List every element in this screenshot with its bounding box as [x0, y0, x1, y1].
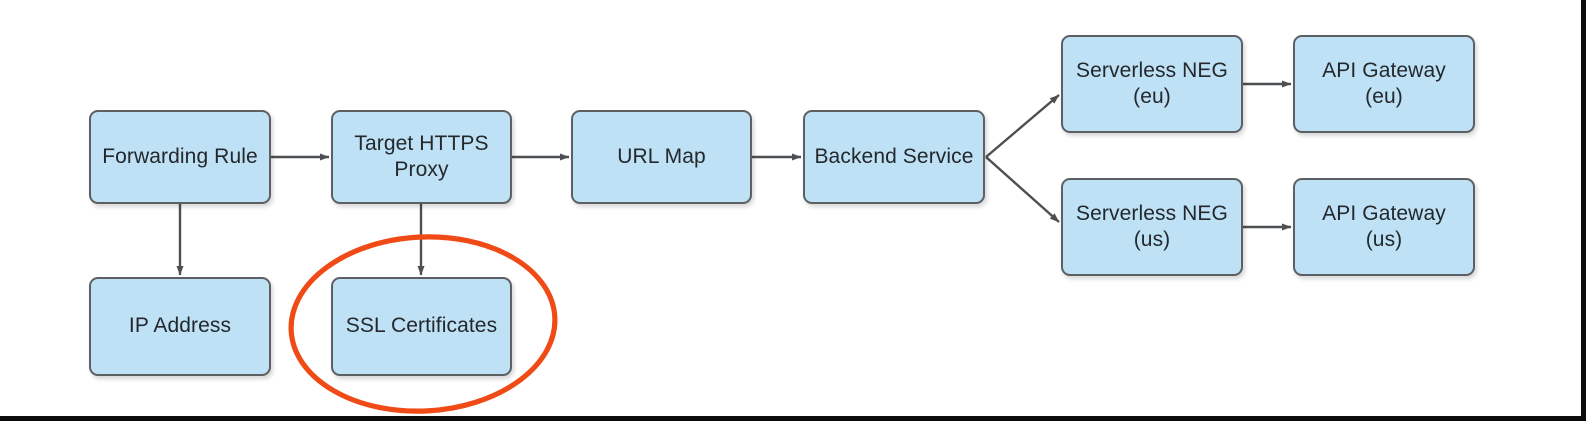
edge-backend-to-neg-eu — [985, 94, 1060, 158]
node-label-api-gateway-eu: API Gateway (eu) — [1322, 58, 1446, 108]
node-label-serverless-neg-us: Serverless NEG (us) — [1076, 201, 1228, 251]
node-target-https-proxy[interactable]: Target HTTPS Proxy — [331, 110, 512, 204]
node-ip-address[interactable]: IP Address — [89, 277, 271, 376]
node-serverless-neg-us[interactable]: Serverless NEG (us) — [1061, 178, 1243, 276]
node-url-map[interactable]: URL Map — [571, 110, 752, 204]
node-forwarding-rule[interactable]: Forwarding Rule — [89, 110, 271, 204]
node-api-gateway-us[interactable]: API Gateway (us) — [1293, 178, 1475, 276]
edge-backend-to-neg-us — [985, 156, 1060, 223]
node-ssl-certificates[interactable]: SSL Certificates — [331, 277, 512, 376]
node-backend-service[interactable]: Backend Service — [803, 110, 985, 204]
ssl-highlight-ellipse — [288, 234, 558, 414]
node-label-url-map: URL Map — [617, 144, 706, 168]
node-label-serverless-neg-eu: Serverless NEG (eu) — [1076, 58, 1228, 108]
node-label-ip-address: IP Address — [128, 314, 232, 338]
frame-bottom-border — [0, 416, 1586, 421]
node-serverless-neg-eu[interactable]: Serverless NEG (eu) — [1061, 35, 1243, 133]
node-api-gateway-eu[interactable]: API Gateway (eu) — [1293, 35, 1475, 133]
node-label-backend-service: Backend Service — [814, 144, 974, 168]
frame-right-border — [1581, 0, 1586, 421]
node-label-forwarding-rule: Forwarding Rule — [102, 144, 258, 168]
node-label-target-https-proxy: Target HTTPS Proxy — [354, 131, 489, 181]
node-label-api-gateway-us: API Gateway (us) — [1322, 201, 1446, 251]
node-label-ssl-certificates: SSL Certificates — [345, 314, 498, 338]
